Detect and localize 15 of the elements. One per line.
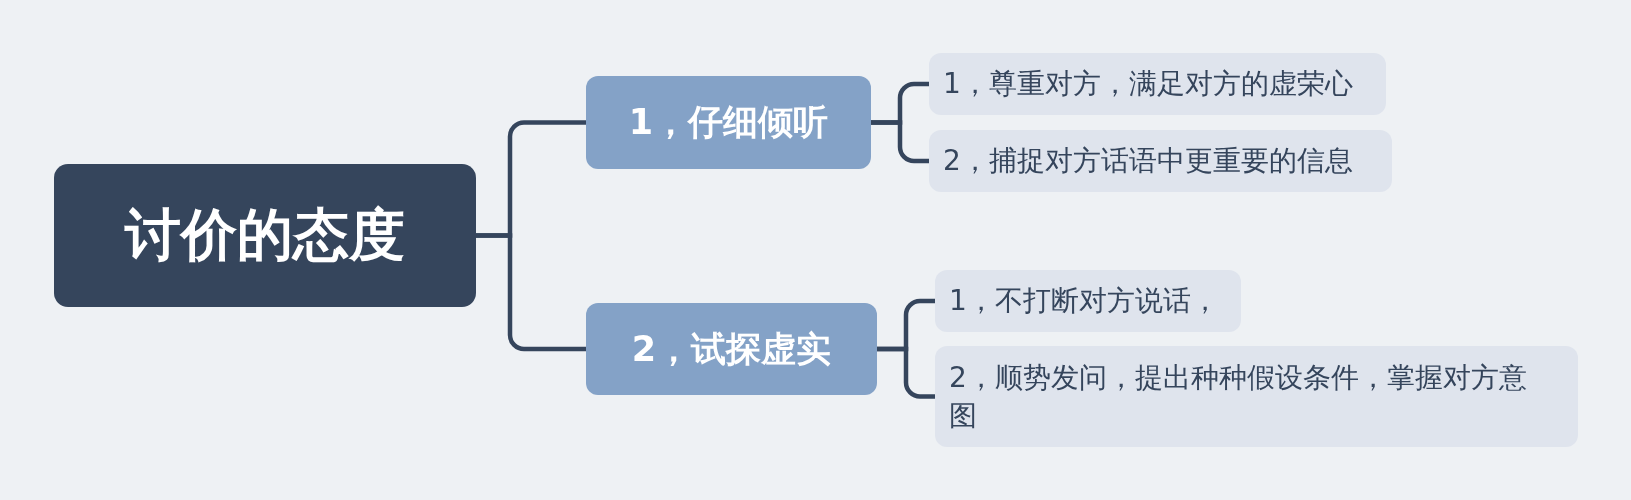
topic-label: 2，捕捉对方话语中更重要的信息: [943, 143, 1353, 180]
main-topic: [586, 303, 877, 395]
topic-label: 2，顺势发问，提出种种假设条件，掌握对方意图: [949, 359, 1528, 434]
topic-label: 1，仔细倾听: [628, 101, 829, 144]
central-topic: [54, 164, 476, 307]
subtopic: [935, 346, 1578, 447]
topic-label: 讨价的态度: [125, 200, 405, 269]
subtopic: [929, 53, 1386, 115]
subtopic: [929, 130, 1392, 192]
topic-label: 2，试探虚实: [631, 327, 832, 371]
connector-line: [476, 233, 586, 352]
topic-label: 1，不打断对方说话，: [949, 283, 1219, 320]
topic-label: 1，尊重对方，满足对方的虚荣心: [943, 66, 1353, 103]
subtopic: [935, 270, 1241, 332]
main-topic: [586, 76, 871, 169]
